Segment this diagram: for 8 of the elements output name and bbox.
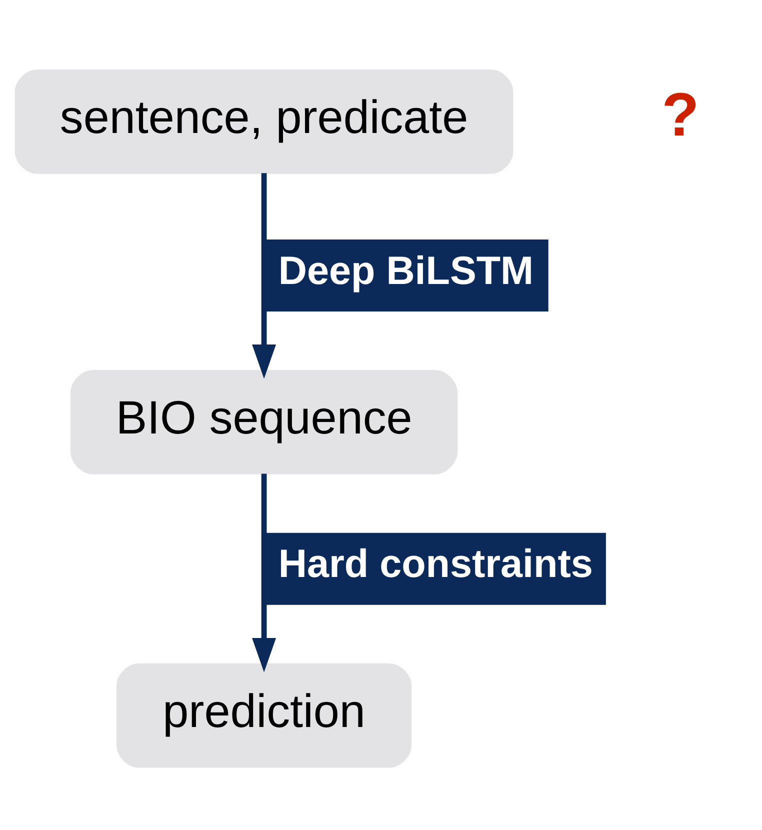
- arrow: [252, 474, 276, 672]
- edge-label: Deep BiLSTM: [278, 248, 534, 293]
- node-box: BIO sequence: [70, 370, 458, 474]
- node-box: prediction: [116, 663, 412, 768]
- arrow: [252, 173, 276, 379]
- node-box: sentence, predicate: [14, 70, 514, 174]
- edge-label: Hard constraints: [278, 542, 593, 586]
- label: ?: [662, 80, 700, 149]
